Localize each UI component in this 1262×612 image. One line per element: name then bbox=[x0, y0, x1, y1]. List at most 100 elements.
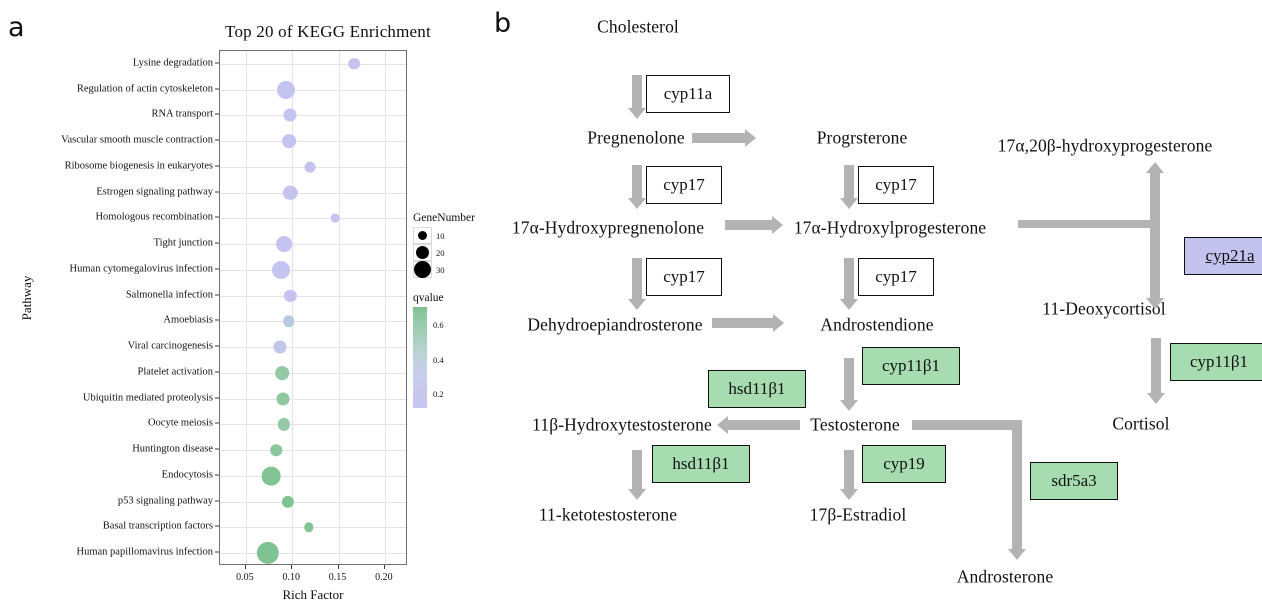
scatter-point[interactable] bbox=[275, 236, 292, 253]
y-gridline bbox=[220, 192, 406, 194]
gene-box-cyp21a[interactable]: cyp21a bbox=[1184, 237, 1262, 275]
arrow-progesterone-to-hydroxyprogesterone bbox=[844, 165, 854, 199]
y-tick-label: p53 signaling pathway bbox=[117, 495, 213, 507]
scatter-point[interactable] bbox=[330, 214, 340, 223]
y-tick-label: Salmonella infection bbox=[125, 289, 213, 301]
gene-box-cyp11a[interactable]: cyp11a bbox=[646, 75, 730, 113]
arrow-pregnenolone-to-hydroxypregnenolone bbox=[632, 165, 642, 199]
scatter-point[interactable] bbox=[273, 340, 287, 354]
size-legend-dot bbox=[414, 261, 431, 278]
arrow-head-down bbox=[840, 198, 858, 209]
y-tick-label: Platelet activation bbox=[137, 366, 213, 378]
gene-box-sdr5a3[interactable]: sdr5a3 bbox=[1030, 462, 1118, 500]
arrow-cholesterol-to-pregnenolone bbox=[632, 75, 642, 109]
x-gridline bbox=[338, 51, 340, 564]
qvalue-gradient-bar bbox=[413, 307, 427, 408]
y-gridline bbox=[220, 295, 406, 297]
y-tick-mark bbox=[215, 139, 219, 141]
x-tick-label: 0.05 bbox=[236, 572, 254, 583]
y-tick-label: Human cytomegalovirus infection bbox=[69, 263, 213, 275]
gene-box-cyp17-c[interactable]: cyp17 bbox=[646, 258, 722, 296]
qvalue-tick-label: 0.6 bbox=[433, 320, 444, 331]
y-gridline bbox=[220, 244, 406, 246]
gene-box-hsd11b1-a[interactable]: hsd11β1 bbox=[708, 370, 806, 408]
y-tick-mark bbox=[215, 474, 219, 476]
metabolite-17a20b-hydroxyprogesterone: 17α,20β-hydroxyprogesterone bbox=[997, 135, 1213, 156]
scatter-point[interactable] bbox=[283, 108, 297, 122]
y-tick-label: Homologous recombination bbox=[95, 211, 213, 223]
scatter-point[interactable] bbox=[277, 418, 291, 431]
scatter-point[interactable] bbox=[283, 185, 298, 200]
scatter-point[interactable] bbox=[282, 315, 295, 328]
arrow-testosterone-to-androsterone-horizontal bbox=[912, 420, 1022, 430]
y-tick-label: Lysine degradation bbox=[132, 57, 213, 69]
y-tick-mark bbox=[215, 397, 219, 399]
scatter-point[interactable] bbox=[304, 161, 316, 173]
arrow-dhea-to-androstendione bbox=[712, 318, 774, 328]
scatter-point[interactable] bbox=[276, 80, 295, 99]
arrow-head-right bbox=[772, 216, 783, 234]
y-tick-label: Tight junction bbox=[153, 237, 213, 249]
scatter-point[interactable] bbox=[257, 541, 280, 565]
size-legend-swatch bbox=[413, 244, 432, 261]
x-tick-mark bbox=[383, 565, 385, 569]
gene-box-cyp11b1-testosterone[interactable]: cyp11β1 bbox=[862, 347, 960, 385]
y-gridline bbox=[220, 424, 406, 426]
y-gridline bbox=[220, 89, 406, 91]
size-legend-item: 20 bbox=[413, 244, 493, 261]
metabolite-testosterone: Testosterone bbox=[810, 414, 900, 435]
x-gridline bbox=[292, 51, 294, 564]
arrow-testosterone-to-estradiol bbox=[844, 450, 854, 490]
gene-box-cyp17-a[interactable]: cyp17 bbox=[646, 166, 722, 204]
y-tick-mark bbox=[215, 88, 219, 90]
metabolite-17a-hydroxyprogesterone: 17α-Hydroxylprogesterone bbox=[793, 217, 987, 238]
y-gridline bbox=[220, 321, 406, 323]
arrow-head-down bbox=[840, 489, 858, 500]
scatter-point[interactable] bbox=[281, 495, 294, 508]
gene-box-cyp17-d[interactable]: cyp17 bbox=[858, 258, 934, 296]
arrow-head-down bbox=[1146, 298, 1164, 309]
scatter-point[interactable] bbox=[282, 134, 297, 148]
size-legend-swatch bbox=[413, 261, 432, 278]
size-legend-item: 10 bbox=[413, 227, 493, 244]
x-tick-mark bbox=[291, 565, 293, 569]
y-gridline bbox=[220, 141, 406, 143]
metabolite-11b-hydroxytestosterone: 11β-Hydroxytestosterone bbox=[532, 414, 712, 435]
arrow-head-down bbox=[840, 400, 858, 411]
scatter-point[interactable] bbox=[272, 260, 291, 279]
metabolite-11-deoxycortisol: 11-Deoxycortisol bbox=[1042, 298, 1166, 319]
y-tick-label: Ubiquitin mediated proteolysis bbox=[82, 392, 213, 404]
size-legend-dot bbox=[418, 231, 427, 240]
size-legend-label: 10 bbox=[436, 230, 445, 241]
gene-box-cyp11b1-cortisol[interactable]: cyp11β1 bbox=[1170, 343, 1262, 381]
scatter-point[interactable] bbox=[270, 444, 283, 456]
y-gridline bbox=[220, 450, 406, 452]
arrow-head-left bbox=[717, 416, 728, 434]
gene-box-hsd11b1-b[interactable]: hsd11β1 bbox=[652, 445, 750, 483]
scatter-point[interactable] bbox=[284, 289, 297, 302]
arrow-hydroxypregnenolone-to-hydroxyprogesterone bbox=[725, 220, 773, 230]
scatter-point[interactable] bbox=[348, 58, 361, 70]
arrow-head-right bbox=[745, 129, 756, 147]
panel-b-steroidogenesis-pathway: b Cholesterol Pregnenolone Progrsterone … bbox=[480, 0, 1262, 612]
y-tick-mark bbox=[215, 113, 219, 115]
gene-box-cyp19[interactable]: cyp19 bbox=[862, 445, 946, 483]
metabolite-cholesterol: Cholesterol bbox=[597, 16, 679, 37]
metabolite-17a-hydroxypregnenolone: 17α-Hydroxypregnenolone bbox=[511, 217, 705, 238]
gene-box-cyp17-b[interactable]: cyp17 bbox=[858, 166, 934, 204]
metabolite-pregnenolone: Pregnenolone bbox=[587, 127, 685, 148]
scatter-point[interactable] bbox=[275, 366, 289, 380]
metabolite-11-ketotestosterone: 11-ketotestosterone bbox=[538, 504, 678, 525]
y-tick-label: Oocyte meiosis bbox=[147, 417, 213, 429]
arrow-head-down bbox=[1147, 393, 1165, 404]
scatter-point[interactable] bbox=[276, 392, 290, 406]
scatter-point[interactable] bbox=[261, 466, 281, 486]
panel-b-letter: b bbox=[494, 8, 512, 39]
scatter-point[interactable] bbox=[304, 522, 314, 533]
y-tick-mark bbox=[215, 191, 219, 193]
y-tick-mark bbox=[215, 242, 219, 244]
arrow-hydroxypregnenolone-to-dhea bbox=[632, 258, 642, 300]
